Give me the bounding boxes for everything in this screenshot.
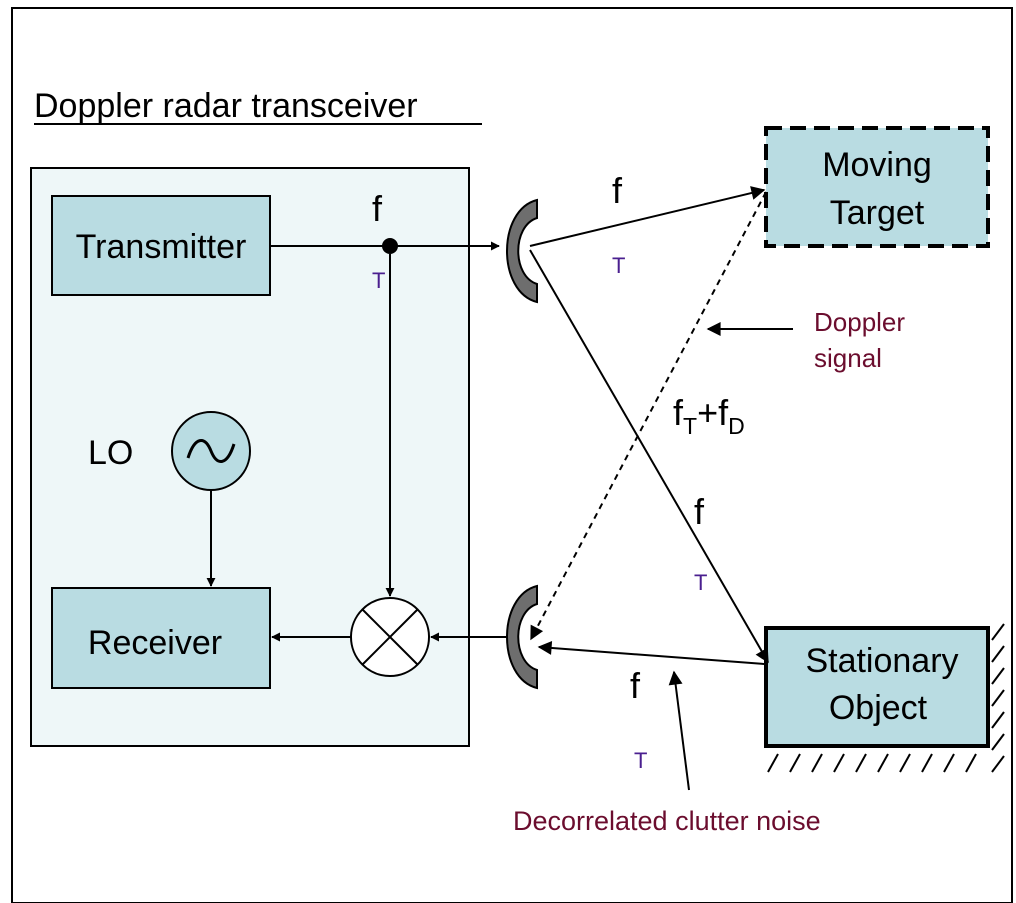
splitter-f-label: f — [372, 188, 383, 229]
stationary-beam-f-label: f — [694, 491, 705, 532]
stationary-object-block — [764, 626, 990, 748]
moving-target-label-line1: Moving — [822, 146, 932, 184]
moving-target-block — [764, 126, 990, 248]
clutter-noise-annotation: Decorrelated clutter noise — [513, 806, 821, 836]
tx-beam-to-target — [529, 186, 766, 247]
stationary-object-label-line2: Object — [829, 689, 928, 727]
receiver-block — [51, 587, 271, 689]
stationary-beam-sub-label: T — [694, 570, 707, 595]
clutter-sub-label: T — [634, 748, 647, 773]
splitter-node — [382, 238, 398, 254]
doppler-return-beam — [530, 191, 767, 641]
stationary-object-label-line1: Stationary — [805, 642, 958, 680]
tx-dish-antenna-icon — [506, 198, 538, 304]
lo-label: LO — [88, 434, 133, 472]
doppler-frequency-label: fT+fD — [673, 392, 745, 439]
mixer-cross-icon — [361, 608, 419, 666]
doppler-annotation-line2: signal — [814, 343, 882, 373]
doppler-annotation-line1: Doppler — [814, 307, 905, 337]
clutter-f-label: f — [630, 665, 641, 706]
transmitter-block — [51, 195, 271, 296]
clutter-return-beam — [537, 640, 765, 665]
tx-beam-to-stationary — [529, 249, 769, 664]
tx-beam-sub-label: T — [612, 253, 625, 278]
splitter-sub-label: T — [372, 268, 385, 293]
receiver-label: Receiver — [88, 624, 222, 662]
hatched-ground-icon — [767, 623, 1005, 773]
tx-beam-f-label: f — [612, 170, 623, 211]
diagram-title: Doppler radar transceiver — [34, 87, 418, 125]
sine-wave-icon — [186, 439, 236, 463]
transmitter-label: Transmitter — [76, 228, 247, 266]
moving-target-label-line2: Target — [830, 194, 925, 232]
rx-dish-antenna-icon — [506, 584, 538, 690]
clutter-annotation-pointer — [668, 670, 690, 791]
